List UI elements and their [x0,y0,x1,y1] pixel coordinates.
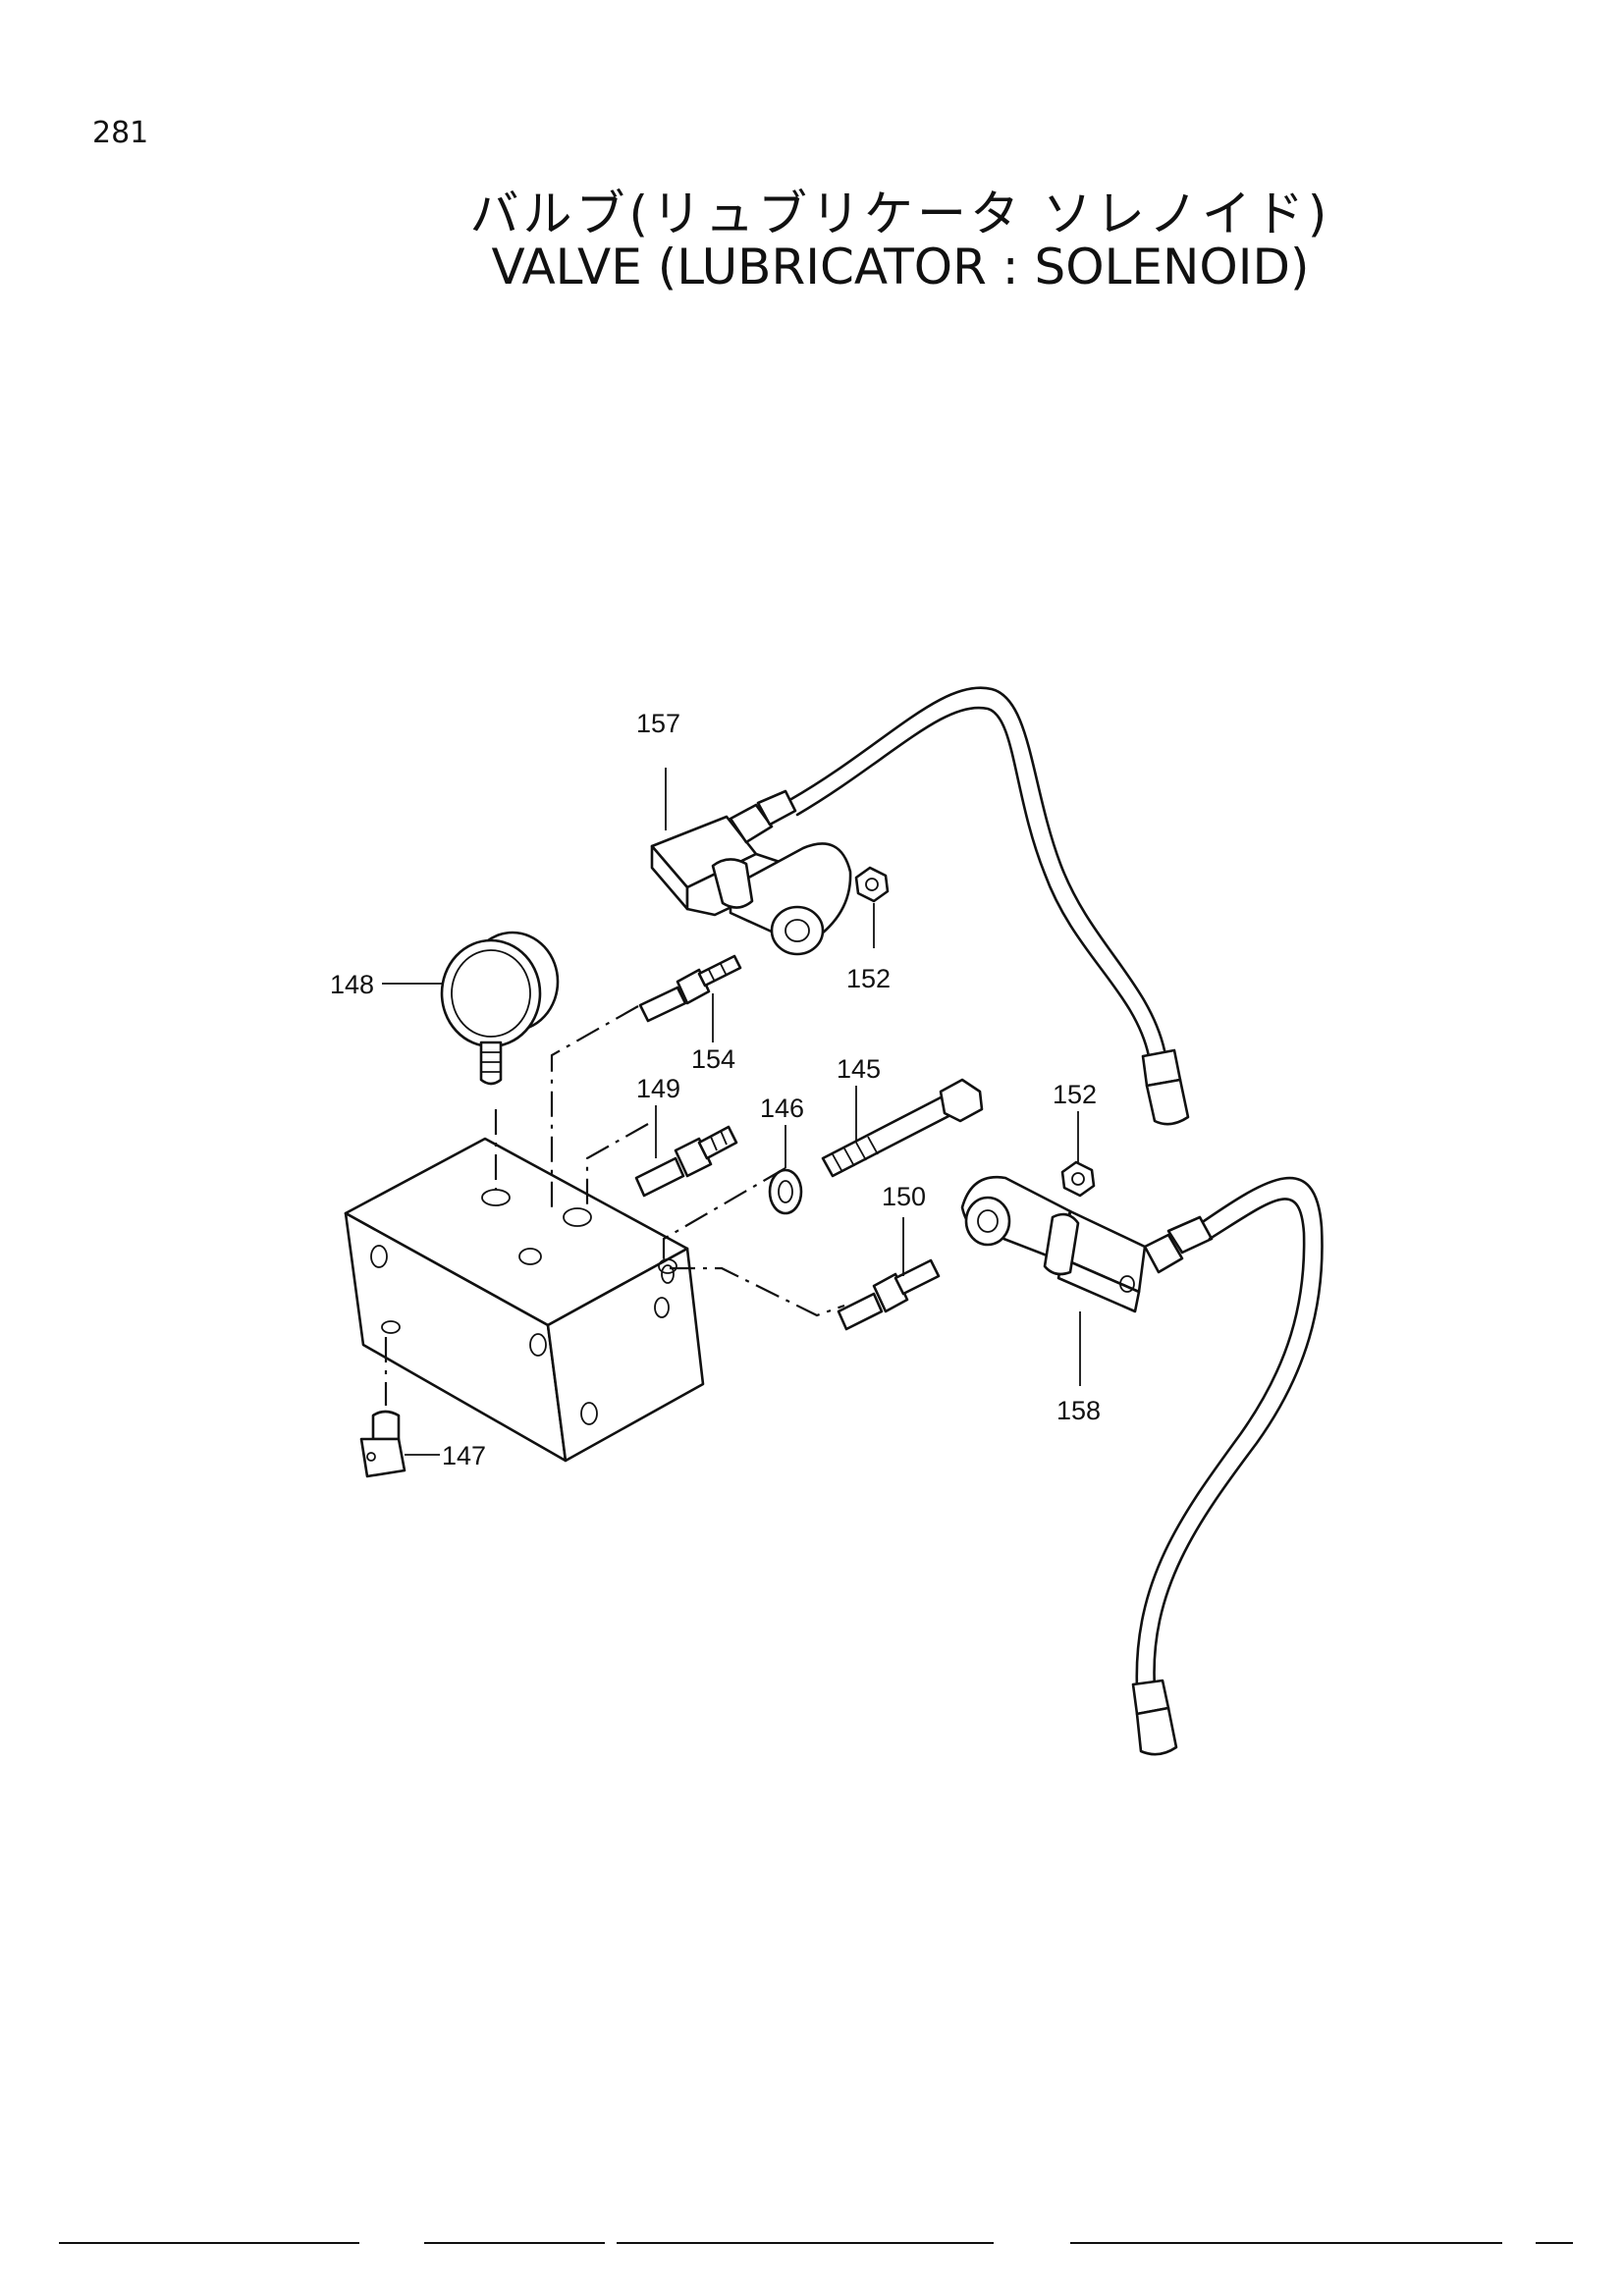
cable-connector-upper [1141,1048,1190,1126]
part-label-154: 154 [691,1044,735,1074]
title-japanese: バルブ(リュブリケータ ソレノイド) [469,186,1331,242]
part-label-157: 157 [636,709,680,738]
washer-146 [768,1168,803,1215]
pressure-gauge [440,931,560,1086]
solenoid-coil-158 [960,1175,1214,1313]
fitting-150 [837,1258,941,1331]
solenoid-coil-157 [650,789,852,956]
part-label-152-upper: 152 [846,964,891,993]
part-label-152-lower: 152 [1053,1080,1097,1109]
valve-block [344,1137,705,1463]
title-english: VALVE (LUBRICATOR : SOLENOID) [491,239,1310,295]
part-label-147: 147 [442,1441,486,1470]
part-label-150: 150 [882,1182,926,1211]
page-number: 281 [92,116,149,150]
nut-152-lower [1060,1160,1096,1198]
plug-147 [359,1410,406,1478]
nut-152-upper [854,866,890,903]
part-label-149: 149 [636,1074,680,1103]
bolt-145 [821,1078,984,1178]
cable-connector-lower [1131,1679,1178,1756]
fitting-149 [634,1125,738,1198]
part-label-148: 148 [330,970,374,999]
fitting-154 [638,954,742,1023]
part-label-145: 145 [837,1054,881,1084]
part-label-158: 158 [1056,1396,1101,1425]
part-label-146: 146 [760,1094,804,1123]
